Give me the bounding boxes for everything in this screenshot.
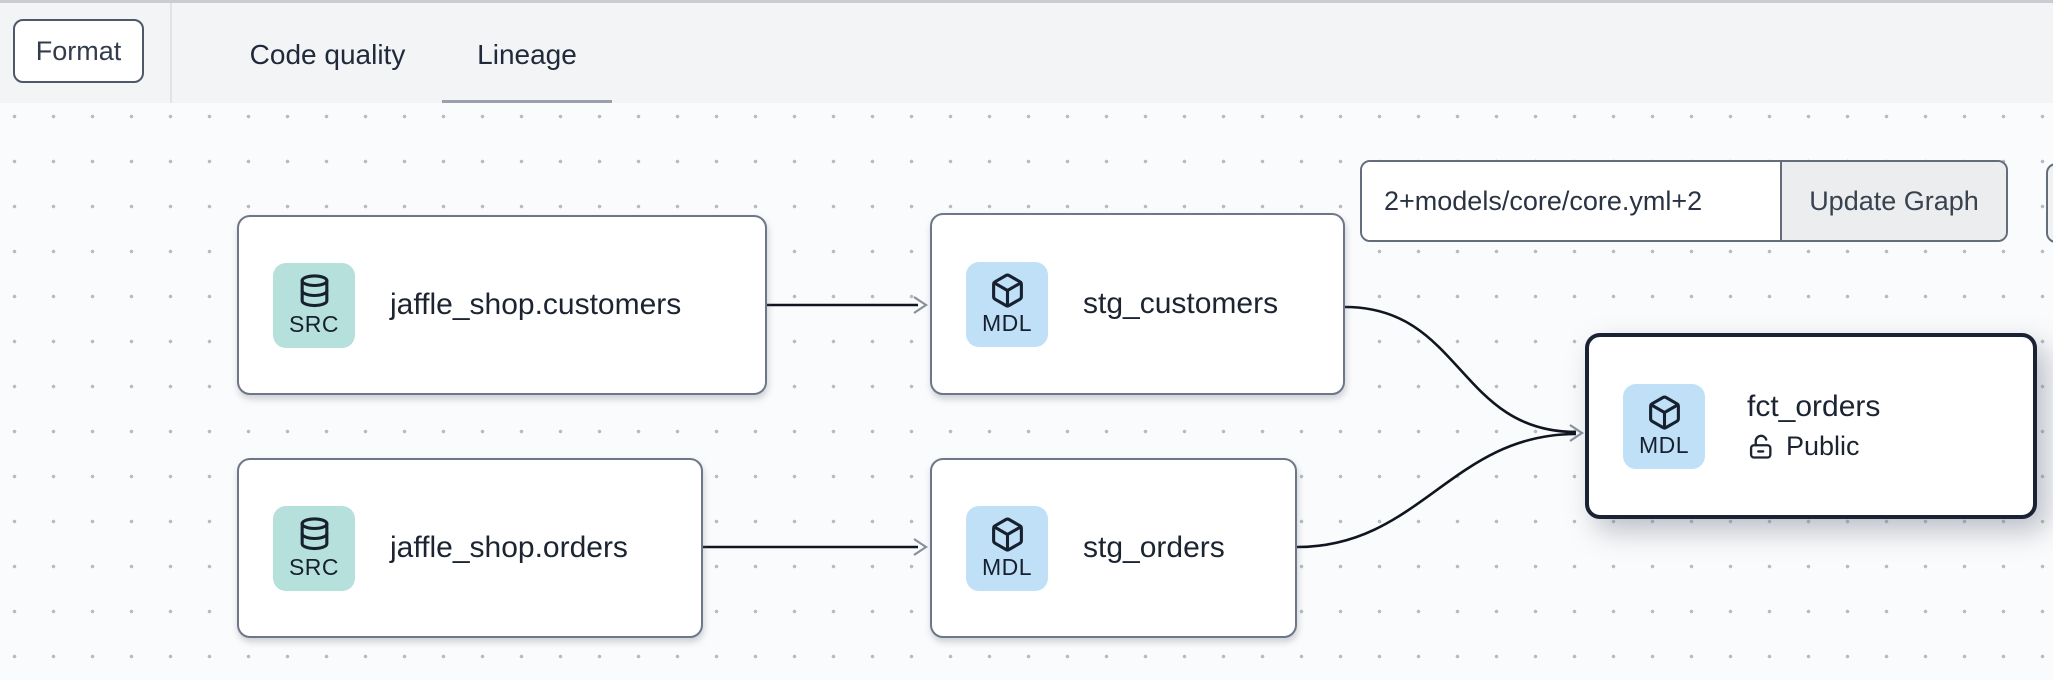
arrowhead-icon xyxy=(913,538,928,556)
database-icon xyxy=(300,273,328,307)
node-label: jaffle_shop.orders xyxy=(390,531,628,564)
graph-filter-group: Update Graph xyxy=(1360,160,2008,242)
tab-code-quality[interactable]: Code quality xyxy=(249,38,406,70)
badge-label: MDL xyxy=(1638,431,1690,458)
badge-label: SRC xyxy=(288,553,340,580)
tab-lineage-label: Lineage xyxy=(477,38,577,70)
node-stg-orders[interactable]: MDL stg_orders xyxy=(930,458,1297,638)
model-badge: MDL xyxy=(966,505,1048,591)
node-stg-customers[interactable]: MDL stg_customers xyxy=(930,213,1345,395)
cube-icon xyxy=(1648,395,1680,430)
graph-filter-input[interactable] xyxy=(1362,162,1780,240)
format-button[interactable]: Format xyxy=(13,19,144,83)
node-label: fct_orders xyxy=(1747,390,1881,423)
cube-icon xyxy=(991,273,1023,308)
edge-stg-customers-to-fct-orders xyxy=(1344,305,1577,434)
badge-label: MDL xyxy=(981,309,1033,336)
node-jaffle-shop-customers[interactable]: SRC jaffle_shop.customers xyxy=(237,215,767,395)
tab-lineage[interactable]: Lineage xyxy=(442,3,612,107)
lineage-canvas[interactable]: SRC jaffle_shop.customers MDL stg_custom… xyxy=(0,103,2053,680)
cube-icon xyxy=(991,517,1023,552)
arrowhead-icon xyxy=(913,296,928,314)
node-label: stg_orders xyxy=(1083,531,1225,564)
node-label: stg_customers xyxy=(1083,287,1279,320)
database-icon xyxy=(300,516,328,550)
partial-button-right-edge[interactable] xyxy=(2046,163,2053,243)
access-label: Public xyxy=(1786,431,1860,461)
toolbar: Format Code quality Lineage xyxy=(0,0,2053,107)
badge-label: MDL xyxy=(981,553,1033,580)
update-graph-button[interactable]: Update Graph xyxy=(1780,162,2006,240)
edge-stg-orders-to-fct-orders xyxy=(1296,432,1577,549)
model-badge: MDL xyxy=(1623,383,1705,469)
badge-label: SRC xyxy=(288,310,340,337)
source-badge: SRC xyxy=(273,262,355,348)
source-badge: SRC xyxy=(273,505,355,591)
model-badge: MDL xyxy=(966,261,1048,347)
arrowhead-icon xyxy=(1569,424,1584,442)
node-fct-orders[interactable]: MDL fct_orders Public xyxy=(1585,333,2037,519)
node-label: jaffle_shop.customers xyxy=(390,288,682,321)
toolbar-divider xyxy=(170,3,172,106)
unlock-icon xyxy=(1749,434,1772,459)
node-jaffle-shop-orders[interactable]: SRC jaffle_shop.orders xyxy=(237,458,703,638)
access-row: Public xyxy=(1747,431,1880,462)
